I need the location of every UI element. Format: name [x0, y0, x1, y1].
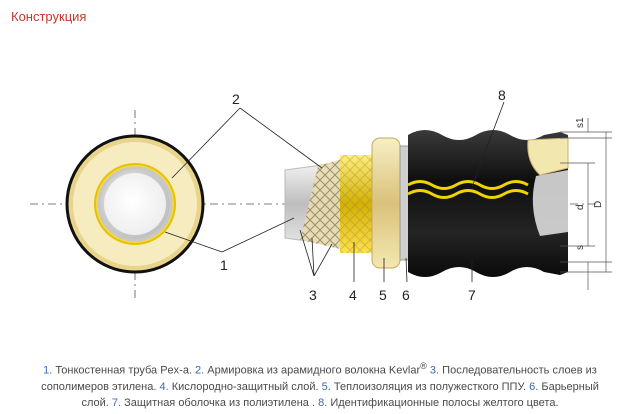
caption-number: 2.: [195, 364, 205, 377]
callout-1: 1: [220, 257, 228, 273]
dim-d-label: d: [575, 204, 586, 210]
outer-jacket: [408, 130, 568, 277]
caption-number: 8.: [318, 396, 328, 409]
dim-s1-label: s1: [575, 117, 586, 128]
callout-8: 8: [498, 87, 506, 103]
foam-insulation: [371, 137, 401, 269]
leader-lines: [164, 101, 505, 283]
callout-6: 6: [402, 287, 410, 303]
legend-caption: 1. Тонкостенная труба Pex-a. 2. Армировк…: [40, 358, 600, 411]
callout-7: 7: [468, 287, 476, 303]
caption-number: 6.: [529, 380, 539, 393]
caption-text: Тонкостенная труба Pex-a.: [52, 364, 196, 377]
callout-2: 2: [232, 91, 240, 107]
caption-number: 3.: [426, 364, 440, 377]
caption-text: Теплоизоляция из полужесткого ППУ.: [330, 380, 530, 393]
caption-text: Последовательность слоев из сополимеров …: [41, 364, 597, 393]
caption-number: 7.: [111, 396, 122, 409]
callout-3: 3: [309, 287, 317, 303]
jacket-cutaway: [527, 137, 569, 176]
caption-text: Кислородно-защитный слой.: [168, 380, 322, 393]
registered-mark: ®: [420, 361, 427, 371]
caption-text: Защитная оболочка из полиэтилена .: [121, 396, 319, 409]
yellow-id-stripe-1: [407, 180, 529, 190]
yellow-id-stripe-2: [407, 189, 529, 199]
page-title: Конструкция: [11, 9, 87, 24]
pipe-construction-diagram: s1 s d D 2 1 3 4 5 6 7 8: [30, 87, 612, 303]
caption-text: Барьерный слой.: [81, 380, 599, 409]
caption-number: 1.: [43, 364, 53, 377]
callout-4: 4: [349, 287, 357, 303]
caption-number: 4.: [159, 380, 169, 393]
caption-number: 5.: [321, 380, 331, 393]
callout-5: 5: [379, 287, 387, 303]
caption-text: Армировка из арамидного волокна Kevlar: [204, 364, 421, 377]
dim-D-label: D: [593, 201, 604, 208]
cross-section: [65, 134, 205, 274]
dim-s-label: s: [575, 245, 586, 250]
dimension-lines: [560, 118, 612, 290]
caption-text: Идентификационные полосы желтого цвета.: [327, 396, 559, 409]
